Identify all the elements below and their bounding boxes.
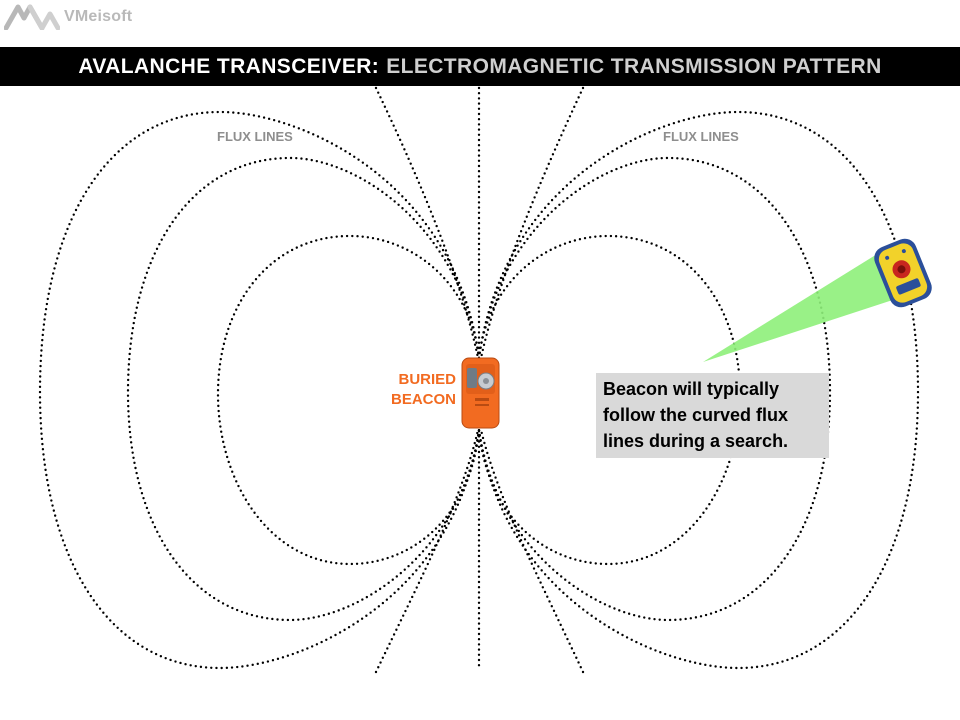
- vmeisoft-logo-icon: [4, 4, 60, 30]
- flux-lines-label-left: FLUX LINES: [217, 129, 293, 144]
- flux-loop-left-outer: [38, 110, 481, 670]
- callout-line: follow the curved flux: [603, 405, 789, 425]
- callout-line: Beacon will typically: [603, 379, 780, 399]
- vmeisoft-logo: VMeisoft: [4, 4, 132, 30]
- buried-beacon-label-line2: BEACON: [390, 391, 456, 408]
- title-bar: AVALANCHE TRANSCEIVER: ELECTROMAGNETIC T…: [0, 47, 960, 86]
- callout-line: lines during a search.: [603, 431, 789, 451]
- buried-beacon-label-line1: BURIED: [398, 371, 456, 388]
- logo-text: VMeisoft: [64, 8, 133, 25]
- callout-box: Beacon will typically follow the curved …: [596, 373, 829, 458]
- orange-transceiver-icon: [461, 357, 500, 429]
- title-main: AVALANCHE TRANSCEIVER:: [78, 54, 380, 78]
- flux-loop-right-middle: [477, 156, 832, 622]
- flux-loop-right-inner: [477, 234, 742, 566]
- flux-line-bottom-left-a: [374, 428, 480, 674]
- flux-line-bottom-right-a: [479, 428, 585, 674]
- flux-loop-left-inner: [216, 234, 481, 566]
- flux-line-top-left-a: [374, 86, 480, 360]
- flux-loop-right-outer: [477, 110, 920, 670]
- signal-beam: [703, 251, 905, 362]
- yellow-transceiver-icon: [874, 238, 932, 308]
- title-subtitle: ELECTROMAGNETIC TRANSMISSION PATTERN: [386, 54, 882, 78]
- buried-beacon-label: BURIED BEACON: [376, 370, 456, 410]
- flux-loop-left-middle: [126, 156, 481, 622]
- flux-lines-label-right: FLUX LINES: [663, 129, 739, 144]
